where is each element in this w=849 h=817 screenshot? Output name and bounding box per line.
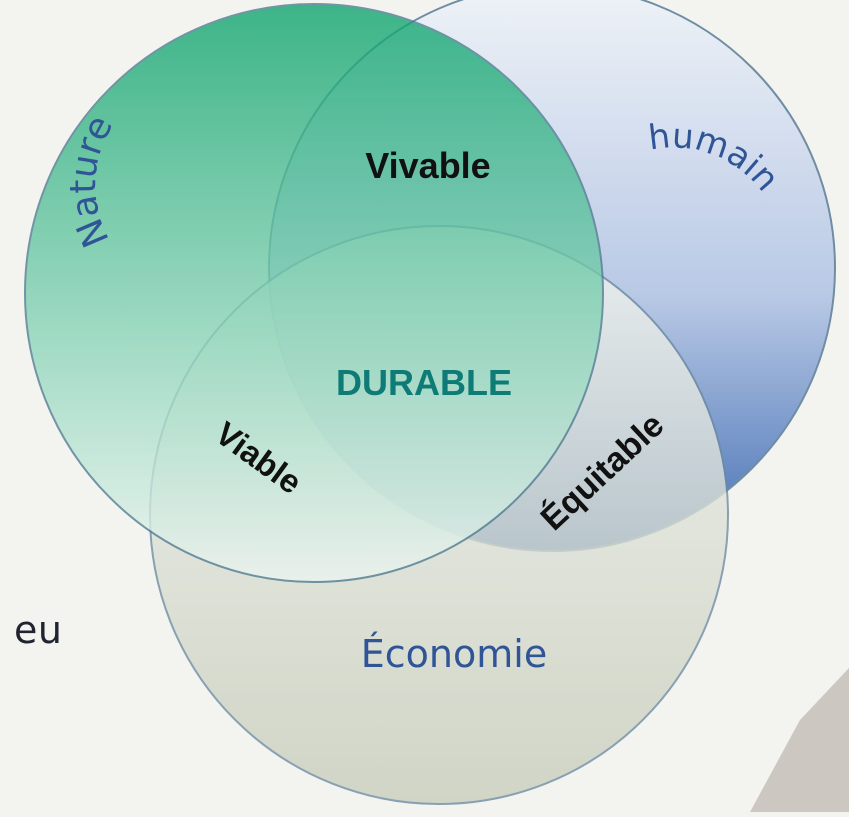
durable-label: DURABLE (336, 362, 512, 403)
nature-circle (24, 3, 604, 583)
economie-label: Économie (361, 632, 547, 676)
decorative-corner-shape (750, 668, 849, 812)
partial-left-text: eu (14, 608, 63, 652)
vivable-label: Vivable (365, 145, 490, 186)
